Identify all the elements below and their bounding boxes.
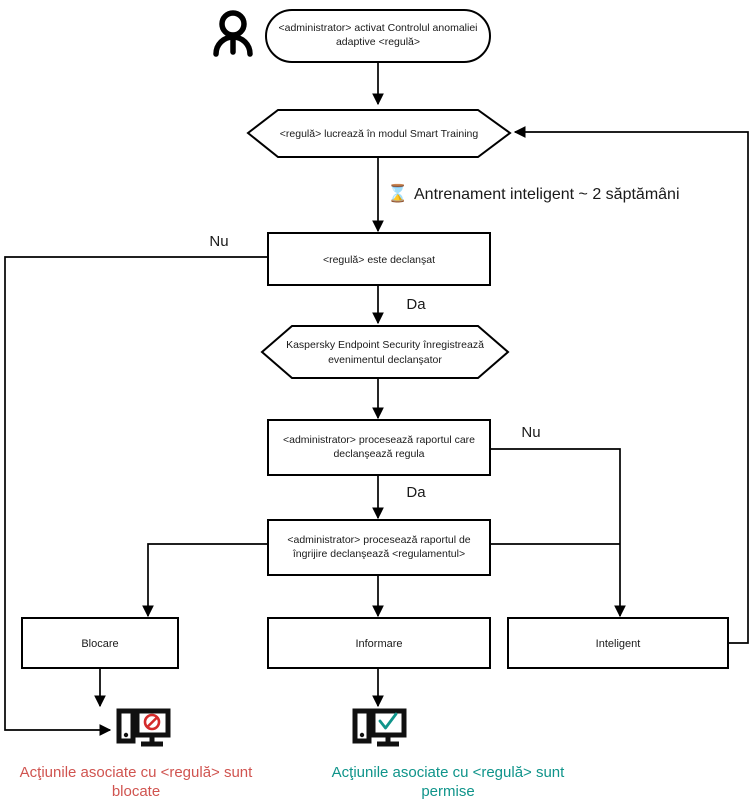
edge-no-to-smart	[490, 448, 626, 618]
node-admin-report[interactable]: <administrator> procesează raportul care…	[267, 419, 491, 476]
edge-smart-loopback	[513, 126, 749, 644]
node-kes-records-line1: Kaspersky Endpoint Security înregistreaz…	[286, 339, 484, 351]
monitor-allowed-icon	[352, 708, 407, 747]
node-inform-label: Informare	[355, 638, 402, 650]
outcome-blocked-caption: Acţiunile asociate cu <regulă> sunt bloc…	[20, 764, 253, 800]
node-admin-care-report-line2: îngrijire declanşează <regulamentul>	[292, 548, 465, 560]
node-start-line2: adaptive <regulă>	[336, 36, 420, 48]
monitor-blocked-icon	[116, 708, 171, 747]
node-smart-label: Inteligent	[596, 638, 641, 650]
person-actor-icon	[213, 10, 253, 57]
node-block-label: Blocare	[81, 638, 118, 650]
hourglass-icon: ⌛	[387, 183, 408, 204]
outcome-blocked-line1: Acţiunile asociate cu <regulă> sunt	[20, 764, 253, 781]
note-training-duration-text: Antrenament inteligent ~ 2 săptămâni	[414, 186, 680, 203]
node-start-line1: <administrator> activat Controlul anomal…	[278, 22, 477, 34]
node-admin-care-report-line1: <administrator> procesează raportul de	[287, 534, 470, 546]
node-admin-report-line2: declanşează regula	[333, 448, 424, 460]
node-rule-triggered[interactable]: <regulă> este declanşat	[267, 232, 491, 286]
outcome-allowed-line2: permise	[421, 783, 474, 800]
edge-label-yes-2: Da	[406, 484, 426, 501]
node-start[interactable]: <administrator> activat Controlul anomal…	[265, 9, 491, 63]
edge-no-to-blocked	[4, 256, 268, 736]
node-rule-triggered-label: <regulă> este declanşat	[323, 254, 435, 266]
note-training-duration: ⌛ Antrenament inteligent ~ 2 săptămâni	[387, 183, 679, 204]
edge-label-yes-1: Da	[406, 296, 426, 313]
node-block[interactable]: Blocare	[21, 617, 179, 669]
outcome-allowed-line1: Acţiunile asociate cu <regulă> sunt	[332, 764, 565, 781]
node-inform[interactable]: Informare	[267, 617, 491, 669]
edge-label-no-1: Nu	[209, 233, 228, 250]
node-kes-records-line2: evenimentul declanşator	[328, 354, 442, 366]
node-kes-records[interactable]: Kaspersky Endpoint Security înregistreaz…	[260, 325, 510, 379]
node-admin-report-line1: <administrator> procesează raportul care	[283, 434, 475, 446]
node-admin-care-report[interactable]: <administrator> procesează raportul de î…	[267, 519, 491, 576]
node-smart-training-label: <regulă> lucrează în modul Smart Trainin…	[280, 128, 479, 140]
edge-care-to-block	[142, 543, 268, 618]
outcome-allowed-caption: Acţiunile asociate cu <regulă> sunt perm…	[332, 764, 565, 800]
outcome-blocked-line2: blocate	[112, 783, 160, 800]
node-smart[interactable]: Inteligent	[507, 617, 729, 669]
node-smart-training[interactable]: <regulă> lucrează în modul Smart Trainin…	[246, 109, 512, 158]
edge-label-no-2: Nu	[521, 424, 540, 441]
